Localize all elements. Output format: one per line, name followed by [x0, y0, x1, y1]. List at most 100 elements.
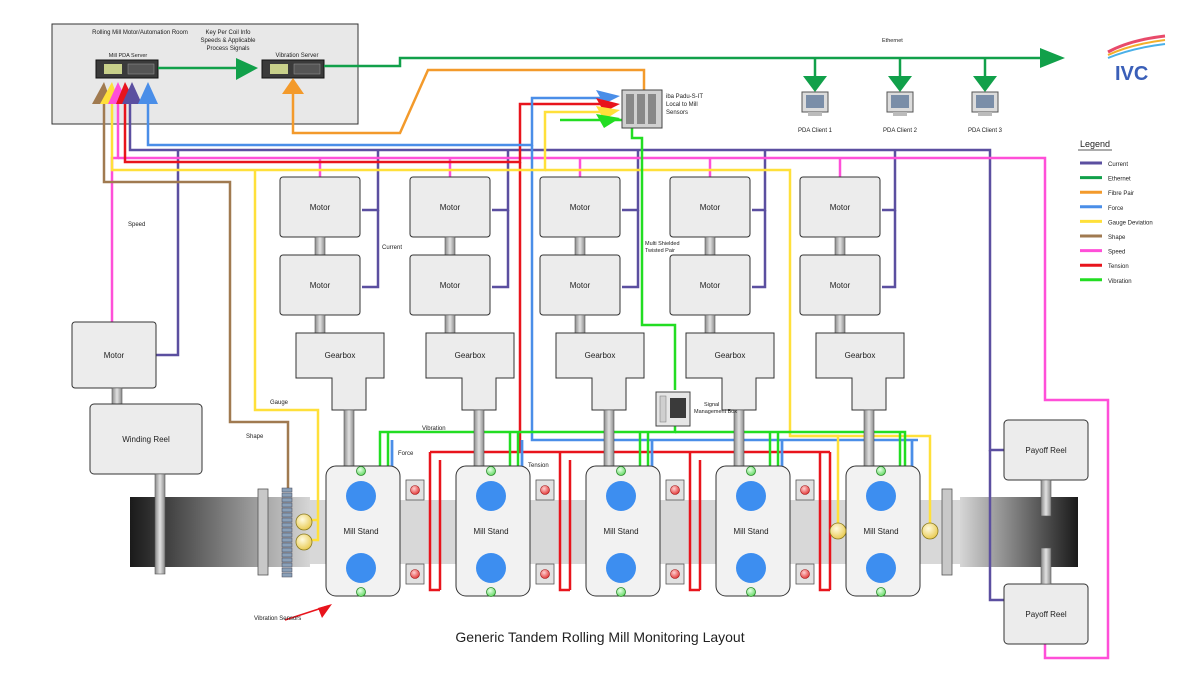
tension-sensor-1-top — [410, 485, 420, 495]
shape-meter-segment — [281, 527, 293, 533]
shape-meter — [281, 487, 293, 578]
vibration-sensors-label: Vibration Sensors — [254, 616, 301, 622]
stand-5-spindle — [863, 409, 875, 471]
stand-2-upper-motor: Motor — [409, 176, 491, 238]
gauge-sensor-mid — [829, 522, 847, 540]
pda-client-3-label: PDA Client 3 — [968, 128, 1003, 134]
legend-label-vibration: Vibration — [1108, 279, 1132, 285]
current-label: Current — [382, 245, 402, 251]
stand-5-upper-motor: Motor — [799, 176, 881, 238]
stand-1-gearbox-label: Gearbox — [325, 351, 356, 360]
payoff-reel-lower-shaft — [1040, 547, 1052, 585]
shape-meter-segment — [281, 537, 293, 543]
mill-stand-1-label: Mill Stand — [343, 527, 378, 536]
tension-sensor-4-bottom — [800, 569, 810, 579]
key-info-line3: Process Signals — [206, 46, 249, 52]
shape-meter-segment — [281, 562, 293, 568]
mill-stand-3-top-vibration-sensor — [616, 466, 626, 476]
mill-stand-1: Mill Stand — [325, 465, 401, 597]
multi-shielded-label2: Twisted Pair — [645, 248, 675, 254]
stand-5-gearbox-body — [815, 332, 905, 411]
stand-3-gearbox-label: Gearbox — [585, 351, 616, 360]
stand-3-motor-shaft-2 — [574, 314, 586, 334]
tension-sensor-3-top — [670, 485, 680, 495]
stand-2-gearbox-body — [425, 332, 515, 411]
stand-3-gearbox: Gearbox — [555, 332, 645, 411]
legend-label-speed: Speed — [1108, 250, 1125, 256]
ivc-logo: IVC — [1107, 34, 1166, 85]
control-room-title: Rolling Mill Motor/Automation Room — [92, 30, 188, 36]
mill-stand-5: Mill Stand — [845, 465, 921, 597]
payoff-reel-upper: Payoff Reel — [1003, 419, 1089, 481]
control-room: Rolling Mill Motor/Automation Room Key P… — [51, 23, 359, 125]
mill-stand-2-upper-roll — [476, 481, 506, 511]
tension-sensor-3-bottom — [670, 569, 680, 579]
pda-client-1-label: PDA Client 1 — [798, 128, 833, 134]
vibration-label: Vibration — [422, 426, 446, 432]
stand-1-gearbox: Gearbox — [295, 332, 385, 411]
pda-client-3-icon — [971, 91, 999, 116]
payoff-reel-upper-shaft — [1040, 479, 1052, 517]
vibration-server-label: Vibration Server — [276, 53, 319, 59]
stand-5-motor-shaft-1 — [834, 236, 846, 256]
stand-3-spindle — [603, 409, 615, 471]
legend-label-force: Force — [1108, 206, 1124, 212]
tension-sensor-4-top — [800, 485, 810, 495]
stand-4-gearbox: Gearbox — [685, 332, 775, 411]
mill-stand-2-bottom-vibration-sensor — [486, 587, 496, 597]
stand-2-lower-motor: Motor — [409, 254, 491, 316]
mill-stand-4-bottom-vibration-sensor — [746, 587, 756, 597]
mill-stand-4-top-vibration-sensor — [746, 466, 756, 476]
stand-5-gearbox-label: Gearbox — [845, 351, 876, 360]
mill-stand-5-label: Mill Stand — [863, 527, 898, 536]
signal-management-box — [655, 391, 691, 427]
iba-padu-label1: iba Padu-S-IT — [666, 94, 703, 100]
mill-stand-4-upper-roll — [736, 481, 766, 511]
tension-sensor-2-bottom — [540, 569, 550, 579]
stand-2-gearbox: Gearbox — [425, 332, 515, 411]
mill-stand-5-top-vibration-sensor — [876, 466, 886, 476]
stand-5-upper-motor-label: Motor — [830, 203, 851, 212]
mill-stand-4-label: Mill Stand — [733, 527, 768, 536]
stand-3-upper-motor-label: Motor — [570, 203, 591, 212]
stand-5-lower-motor-label: Motor — [830, 281, 851, 290]
mill-stand-1-lower-roll — [346, 553, 376, 583]
iba-padu-label3: Sensors — [666, 110, 688, 116]
stand-4-gearbox-body — [685, 332, 775, 411]
tension-label: Tension — [528, 463, 549, 469]
shape-meter-segment — [281, 572, 293, 578]
exit-guide-roll — [941, 488, 953, 576]
key-info-line2: Speeds & Applicable — [200, 38, 256, 44]
shape-meter-segment — [281, 532, 293, 538]
stand-1-upper-motor-label: Motor — [310, 203, 331, 212]
shape-meter-segment — [281, 547, 293, 553]
winding-reel-label: Winding Reel — [122, 435, 170, 444]
shape-meter-segment — [281, 567, 293, 573]
stand-1-motor-shaft-2 — [314, 314, 326, 334]
stand-3-lower-motor-label: Motor — [570, 281, 591, 290]
vibration-server — [261, 59, 325, 79]
shape-meter-segment — [281, 517, 293, 523]
stand-1-gearbox-body — [295, 332, 385, 411]
tension-sensor-2-top — [540, 485, 550, 495]
mill-pda-server — [95, 59, 159, 79]
stand-1-spindle — [343, 409, 355, 471]
multi-shielded-label1: Multi Shielded — [645, 241, 680, 247]
key-info-line1: Key Per Coil Info — [205, 30, 251, 36]
shape-meter-segment — [281, 557, 293, 563]
winding-reel: Winding Reel — [89, 403, 203, 475]
stand-4-upper-motor-label: Motor — [700, 203, 721, 212]
signal-mgmt-label1: Signal — [704, 402, 719, 408]
mill-stand-1-upper-roll — [346, 481, 376, 511]
logo-text: IVC — [1115, 63, 1148, 85]
shape-meter-segment — [281, 492, 293, 498]
vibration-sensor-pointer — [284, 605, 329, 621]
gauge-sensor-entry-bottom — [295, 533, 313, 551]
force-label: Force — [398, 451, 414, 457]
shape-meter-segment — [281, 542, 293, 548]
shape-label: Shape — [246, 434, 264, 440]
payoff-reel-lower-label: Payoff Reel — [1025, 610, 1066, 619]
